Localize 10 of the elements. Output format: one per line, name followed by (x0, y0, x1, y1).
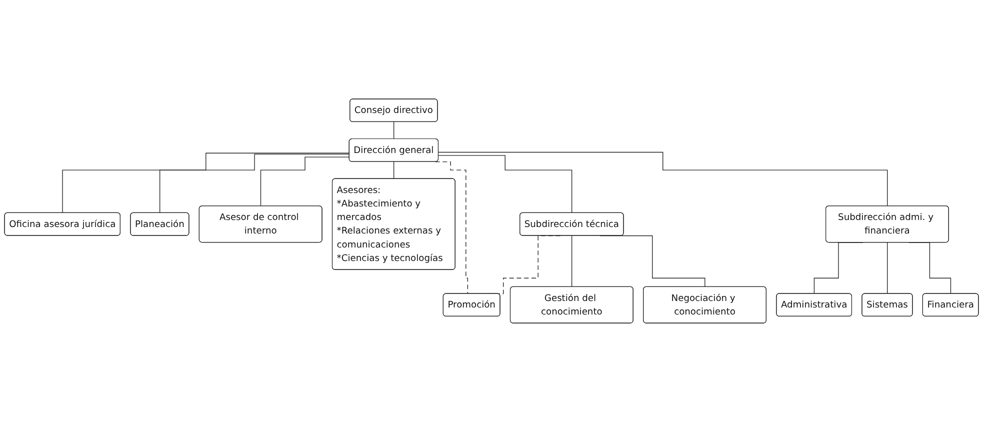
connector (62, 152, 350, 214)
connector (438, 152, 888, 206)
connector (393, 161, 394, 180)
connector (571, 235, 572, 288)
connector (438, 155, 572, 214)
connector (434, 161, 470, 294)
connector (159, 154, 350, 214)
connector (260, 156, 350, 206)
connector (393, 122, 394, 140)
connector (887, 242, 888, 294)
